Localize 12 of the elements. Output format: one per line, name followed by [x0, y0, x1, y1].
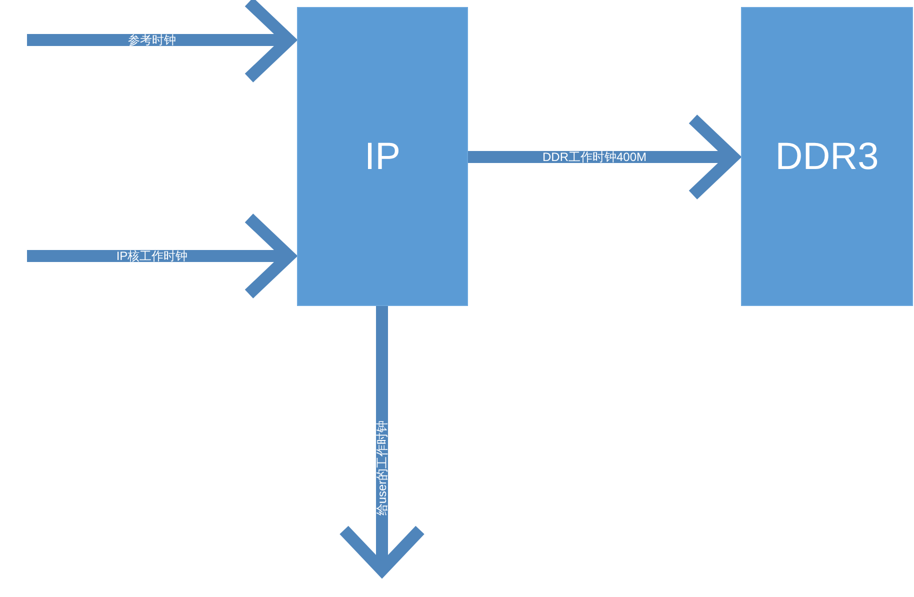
box-label: IP [364, 138, 400, 176]
edge-label: IP核工作时钟 [116, 250, 188, 262]
arrow [468, 113, 739, 201]
arrow [27, 212, 295, 300]
box-label: DDR3 [775, 138, 879, 176]
edge-label: DDR工作时钟400M [542, 151, 646, 163]
arrow [27, 0, 295, 84]
process-box [297, 7, 468, 306]
arrow [338, 306, 426, 576]
edge-label: 给user的工作时钟 [376, 420, 388, 516]
process-box [741, 7, 913, 306]
edge-label: 参考时钟 [128, 34, 176, 46]
